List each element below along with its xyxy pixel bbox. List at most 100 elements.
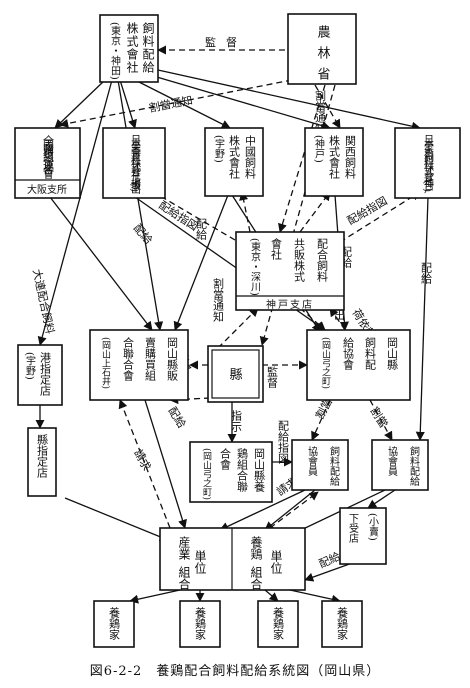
node-nihon-eiyo: 日本栄養食料株式會社工場(坂出): [102, 127, 166, 199]
node-text: 合聯合會: [122, 336, 135, 381]
node-text: 鶏組合聯: [236, 447, 249, 493]
edge-member-a-units2: [264, 489, 316, 531]
node-text: 日本家畜飼料株式會社(神戸): [422, 134, 434, 194]
node-feed-distribution-company: 飼料配給 株式會社 (東京・神田): [99, 14, 159, 83]
node-text: 単位: [193, 550, 207, 574]
node-farmer-1: 養鶏家: [93, 600, 135, 648]
label-shiji: 指示: [230, 409, 243, 432]
node-unit-associations: 産業 組合 単位 養鶏 組合 単位: [159, 527, 306, 591]
node-ministry: 農林省: [287, 13, 357, 88]
edge-kachiku-kyokai: [415, 196, 429, 441]
node-text: 株式會社: [328, 134, 341, 180]
node-text: 株式會社: [228, 134, 241, 180]
edge-kyokai-member-b: [369, 399, 393, 441]
node-okayama-federation: 岡山縣販 賣購買組 合聯合會 (岡山上石井): [89, 329, 189, 401]
node-chugoku-feed: 中國飼料 株式會社 (宇野): [204, 127, 264, 197]
label-kantoku: 監督: [205, 35, 247, 49]
label-haikyu-e: 配給: [165, 404, 189, 430]
edge-kyohan-kachiku: [339, 191, 421, 243]
node-text: 農林省: [315, 25, 331, 88]
edge-units-member-a: [269, 491, 319, 529]
node-text: 下受店: [347, 513, 359, 544]
node-kyohan-company: 配合飼料 共販株式 會社 (東京・深川) 神戸支店: [235, 231, 345, 311]
node-retail-store: (小賣) 下受店: [339, 507, 387, 565]
edge-kyokai-kyohan: [329, 307, 346, 331]
node-text: 組合: [177, 566, 191, 590]
node-text: 養鶏家: [336, 606, 349, 640]
node-text: 給協會: [342, 336, 355, 370]
node-text: (宇野): [24, 352, 36, 380]
node-farmer-2: 養鶏家: [179, 600, 221, 648]
node-text: 株式會社: [125, 21, 139, 74]
edge-norin-kansai: [314, 84, 341, 129]
node-subtext: 神戸支店: [266, 298, 314, 311]
node-text: 會社: [270, 237, 283, 261]
edge-norin-kyohan: [278, 84, 326, 233]
label-kantoku-c: 監督: [266, 365, 279, 389]
node-text: 単位: [269, 550, 283, 574]
label-wariate-b: 割當通知: [314, 89, 327, 135]
node-text: (東京・深川): [249, 238, 261, 296]
label-sashizu-b: 配給指図: [345, 193, 390, 227]
node-zenkoku-federation: 全國購買組合連合會 大阪支所: [14, 127, 81, 199]
node-text: (神戸): [313, 135, 325, 163]
edge-haikyu-zenkoku: [54, 79, 106, 129]
node-text: 配合飼料: [316, 238, 329, 283]
edge-haikyu-kansai: [149, 74, 331, 131]
node-text: 養鶏家: [272, 606, 285, 640]
edge-kyokai-member-a: [311, 399, 331, 441]
node-text: (岡山上石井): [100, 337, 111, 389]
edge-kyohan-chugoku: [239, 191, 251, 233]
node-text: 養鶏: [249, 535, 263, 561]
node-text: (岡山弓之町): [201, 448, 212, 500]
node-text: 産業: [177, 535, 191, 560]
node-subtext: 大阪支所: [27, 183, 67, 196]
label-haikyu-a: 配給: [131, 221, 156, 247]
edge-sangyo-farmer1: [129, 589, 181, 604]
node-pref-store: 縣指定店: [27, 427, 57, 497]
node-text: 飼料配給: [328, 445, 340, 487]
label-wariate-c: 割當通知: [212, 277, 225, 323]
node-farmer-3: 養鶏家: [257, 600, 299, 648]
edge-kouri-units: [304, 561, 356, 582]
edge-zenkoku-hanbai: [49, 196, 153, 331]
edge-member-b-kouri: [367, 489, 396, 509]
edge-chugoku-hanbai: [173, 194, 229, 331]
node-text: 養鶏家: [194, 606, 207, 640]
edge-haikyu-minato: [37, 79, 113, 346]
label-haikyu-b: 配給: [195, 218, 208, 241]
node-text: 賣購買組: [144, 336, 157, 381]
edge-hanbai-sangyo: [144, 399, 187, 529]
edge-haikyu-chugoku: [134, 79, 231, 129]
node-member-a: 飼料配給 協會員: [291, 439, 349, 491]
label-wariate-e: 割當: [367, 404, 391, 430]
edge-haikyu-nihon: [119, 79, 137, 129]
node-prefecture: 縣: [207, 345, 264, 403]
node-kansai-feed: 関西飼料 株式會社 (神戸): [304, 127, 364, 197]
node-text: 日本栄養食料株式會社工場(坂出): [129, 134, 141, 194]
node-text: 組合: [249, 566, 263, 590]
node-text: 岡山縣養: [253, 448, 266, 493]
node-port-store: 港指定店 (宇野): [17, 344, 63, 406]
edge-kenshitei-sangyo: [64, 497, 169, 542]
figure-caption: 図6-2-2 養鶏配合飼料配給系統図（岡山県）: [89, 664, 381, 679]
label-wariate-a: 割當通知: [148, 93, 194, 115]
node-text: (宇野): [213, 135, 225, 163]
node-text: 飼料配給: [141, 21, 155, 74]
edge-kyohan-kansai: [299, 191, 331, 233]
node-text: 港指定店: [39, 352, 52, 396]
label-sashizu-c: 配給指図: [277, 420, 290, 464]
edge-unit-farmer4: [289, 589, 341, 604]
node-text: 協會員: [386, 445, 398, 477]
label-haikyu-d: 配給: [420, 262, 433, 285]
node-text: 縣: [229, 368, 242, 383]
node-text: 岡山縣: [386, 337, 399, 370]
edge-haikyu-hanbai: [117, 79, 164, 331]
node-farmer-4: 養鶏家: [321, 600, 363, 648]
node-text: 飼料配: [364, 336, 377, 370]
node-text: 縣指定店: [36, 434, 49, 478]
node-nihon-kachiku: 日本家畜飼料株式會社(神戸): [394, 127, 461, 199]
node-poultry-federation: 岡山縣養 鶏組合聯 合會 (岡山弓之町): [189, 441, 273, 503]
node-text: 飼料配給: [408, 445, 420, 487]
edge-haikyu-kachiku: [157, 69, 421, 131]
